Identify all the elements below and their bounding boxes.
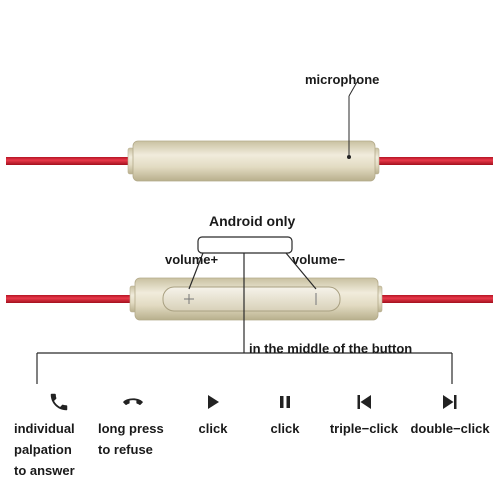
control-play: click: [158, 392, 268, 439]
remote-housing: [132, 140, 376, 182]
control-pause: click: [230, 392, 340, 439]
control-label: double−click: [410, 421, 490, 436]
pause-icon: [280, 396, 290, 408]
hang-up-icon: [123, 398, 143, 405]
microphone-remote: [6, 81, 493, 182]
control-label: click: [198, 421, 228, 436]
control-refuse: long press to refuse: [78, 392, 188, 460]
android-bracket: [188, 236, 317, 353]
volume-minus-pointer: [285, 252, 317, 290]
microphone-hole: [347, 155, 351, 159]
button-remote: [6, 277, 493, 321]
microphone-label: microphone: [305, 72, 380, 87]
control-next: double−click: [395, 392, 500, 439]
control-previous: triple−click: [309, 392, 419, 439]
cable-right: [375, 157, 493, 165]
button-strip[interactable]: [162, 286, 341, 312]
phone-icon: [50, 393, 68, 411]
android-only-label: Android only: [209, 213, 296, 229]
control-label: triple−click: [329, 421, 399, 436]
cable-left: [6, 295, 134, 303]
volume-minus-label: volume−: [292, 252, 346, 267]
cable-left: [6, 157, 131, 165]
volume-plus-pointer: [188, 252, 204, 290]
volume-plus-label: volume+: [165, 252, 219, 267]
control-label: individual palpation to answer: [14, 421, 75, 478]
microphone-pointer-head: [348, 81, 358, 97]
play-icon: [208, 395, 219, 409]
control-label: click: [270, 421, 300, 436]
function-bracket: [36, 352, 453, 384]
cable-right: [378, 295, 493, 303]
android-bracket-box: [197, 236, 293, 254]
control-label: long press to refuse: [98, 421, 164, 457]
control-answer: individual palpation to answer: [4, 392, 114, 481]
skip-next-icon: [443, 395, 457, 409]
middle-button-label: in the middle of the button: [249, 341, 413, 356]
skip-previous-icon: [357, 395, 371, 409]
